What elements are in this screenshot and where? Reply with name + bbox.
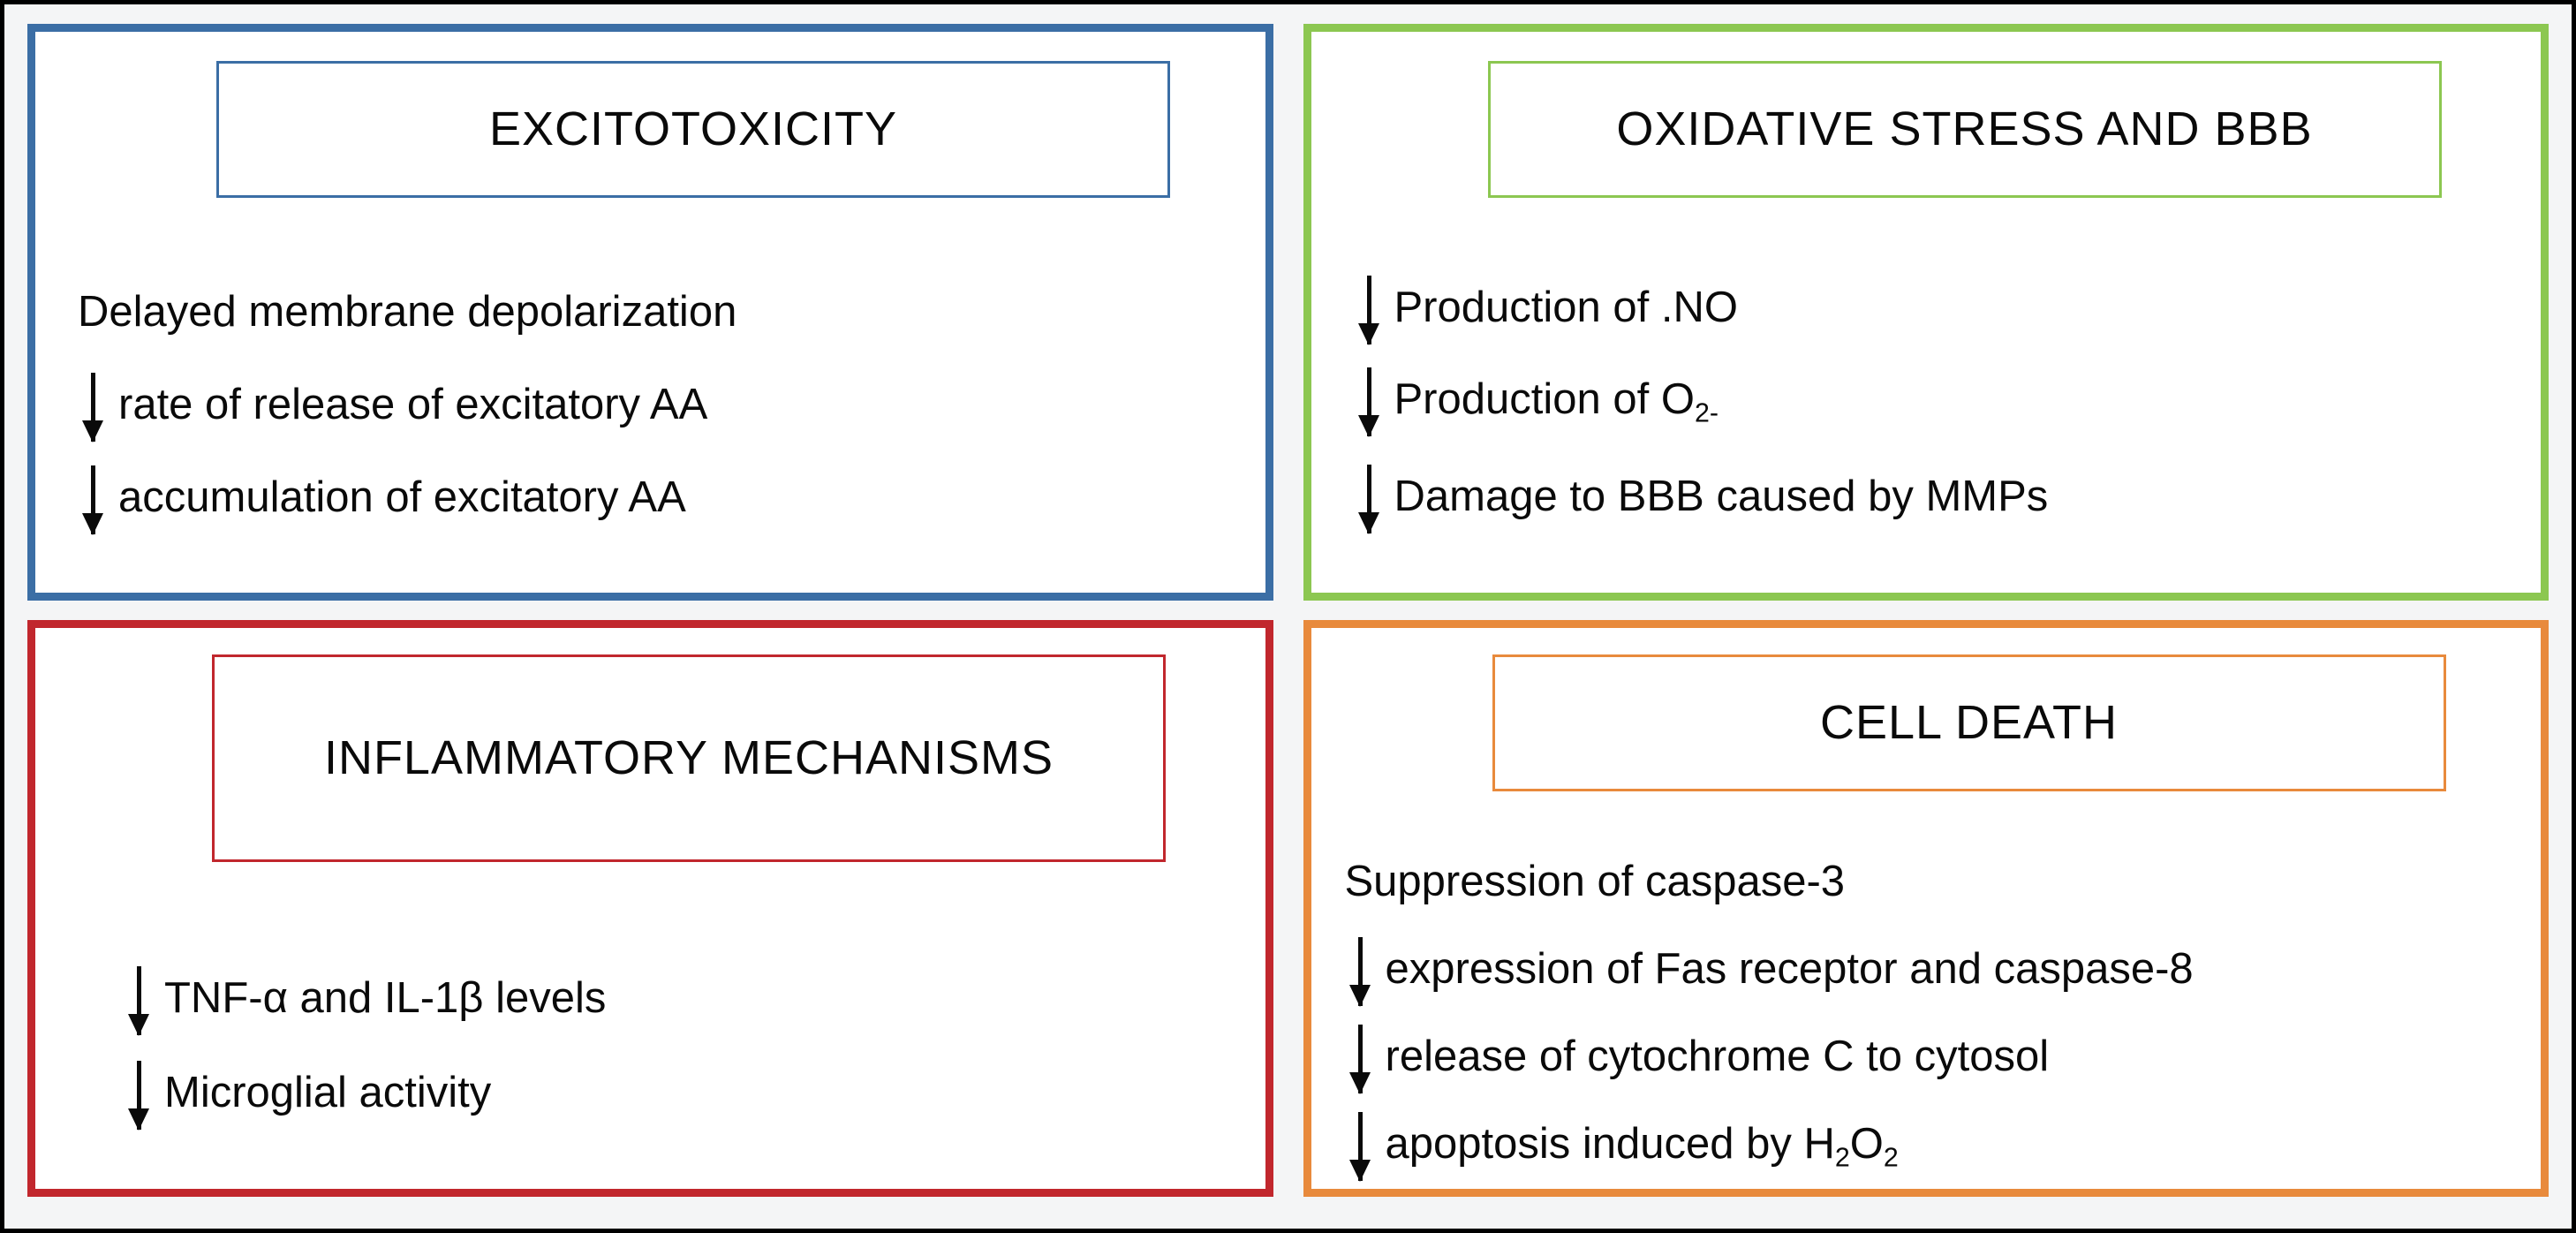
body-line: expression of Fas receptor and caspase-8	[1345, 937, 2542, 1007]
title-box-inflammatory-mechanisms: INFLAMMATORY MECHANISMS	[212, 654, 1166, 862]
panel-inflammatory-mechanisms: INFLAMMATORY MECHANISMS TNF-α and IL-1β …	[27, 620, 1273, 1197]
body-line: rate of release of excitatory AA	[78, 373, 1265, 443]
panel-title: CELL DEATH	[1819, 696, 2119, 750]
body-line-text: Damage to BBB caused by MMPs	[1394, 473, 2049, 521]
down-arrow-icon	[1354, 367, 1394, 437]
body-line: Delayed membrane depolarization	[78, 291, 1265, 334]
body-line-text: Production of .NO	[1394, 284, 1738, 331]
body-line: Suppression of caspase-3	[1345, 860, 2542, 904]
down-arrow-icon	[124, 1061, 164, 1131]
body-line: TNF-α and IL-1β levels	[124, 966, 1265, 1036]
down-arrow-icon	[78, 465, 118, 535]
panel-title: INFLAMMATORY MECHANISMS	[323, 731, 1054, 785]
body-line: Production of O2-	[1354, 367, 2542, 437]
body-line: Production of .NO	[1354, 276, 2542, 345]
body-line-text: TNF-α and IL-1β levels	[164, 974, 607, 1022]
subscript: 2	[1883, 1142, 1899, 1173]
body-line-text: accumulation of excitatory AA	[118, 473, 686, 521]
body-line-text: release of cytochrome C to cytosol	[1385, 1033, 2050, 1080]
body-line: apoptosis induced by H2O2	[1345, 1112, 2542, 1182]
title-box-oxidative-stress-and-bbb: OXIDATIVE STRESS AND BBB	[1487, 61, 2442, 198]
body-line: Damage to BBB caused by MMPs	[1354, 465, 2542, 535]
body-line-text: Delayed membrane depolarization	[78, 288, 737, 336]
down-arrow-icon	[1345, 937, 1386, 1007]
body-line-text: apoptosis induced by H2O2	[1386, 1123, 1899, 1171]
panel-title: EXCITOTOXICITY	[488, 102, 898, 156]
body-line-text: expression of Fas receptor and caspase-8	[1385, 945, 2194, 993]
body-line: release of cytochrome C to cytosol	[1345, 1025, 2542, 1094]
panel-title: OXIDATIVE STRESS AND BBB	[1616, 102, 2313, 156]
down-arrow-icon	[1354, 465, 1394, 535]
down-arrow-icon	[1345, 1112, 1386, 1182]
body-list-excitotoxicity: Delayed membrane depolarization rate of …	[78, 291, 1265, 535]
body-list-oxidative-stress-and-bbb: Production of .NO Production of O2- Dama…	[1354, 276, 2542, 535]
panel-cell-death: CELL DEATH Suppression of caspase-3 expr…	[1303, 620, 2549, 1197]
body-line: Microglial activity	[124, 1061, 1265, 1131]
body-list-inflammatory-mechanisms: TNF-α and IL-1β levels Microglial activi…	[124, 966, 1265, 1131]
panel-excitotoxicity: EXCITOTOXICITY Delayed membrane depolari…	[27, 24, 1273, 601]
body-line-text: rate of release of excitatory AA	[118, 381, 708, 428]
down-arrow-icon	[1354, 276, 1394, 345]
body-line-text: Microglial activity	[164, 1069, 492, 1116]
body-line-text: Production of O2-	[1394, 378, 1719, 427]
panel-grid: EXCITOTOXICITY Delayed membrane depolari…	[4, 4, 2572, 1229]
body-line-text-main: Production of O	[1394, 375, 1695, 423]
subscript: 2	[1834, 1142, 1850, 1173]
subscript: 2-	[1694, 397, 1719, 428]
body-list-cell-death: Suppression of caspase-3 expression of F…	[1345, 860, 2542, 1182]
title-box-cell-death: CELL DEATH	[1492, 654, 2446, 791]
panel-oxidative-stress-and-bbb: OXIDATIVE STRESS AND BBB Production of .…	[1303, 24, 2549, 601]
down-arrow-icon	[124, 966, 164, 1036]
down-arrow-icon	[78, 373, 118, 443]
body-line-text-main: apoptosis induced by H	[1385, 1120, 1835, 1168]
body-line-text: Suppression of caspase-3	[1344, 858, 1846, 905]
chemical-formula-h2o2: 2O2	[1834, 1120, 1899, 1173]
down-arrow-icon	[1345, 1025, 1386, 1094]
title-box-excitotoxicity: EXCITOTOXICITY	[216, 61, 1170, 198]
body-line: accumulation of excitatory AA	[78, 465, 1265, 535]
